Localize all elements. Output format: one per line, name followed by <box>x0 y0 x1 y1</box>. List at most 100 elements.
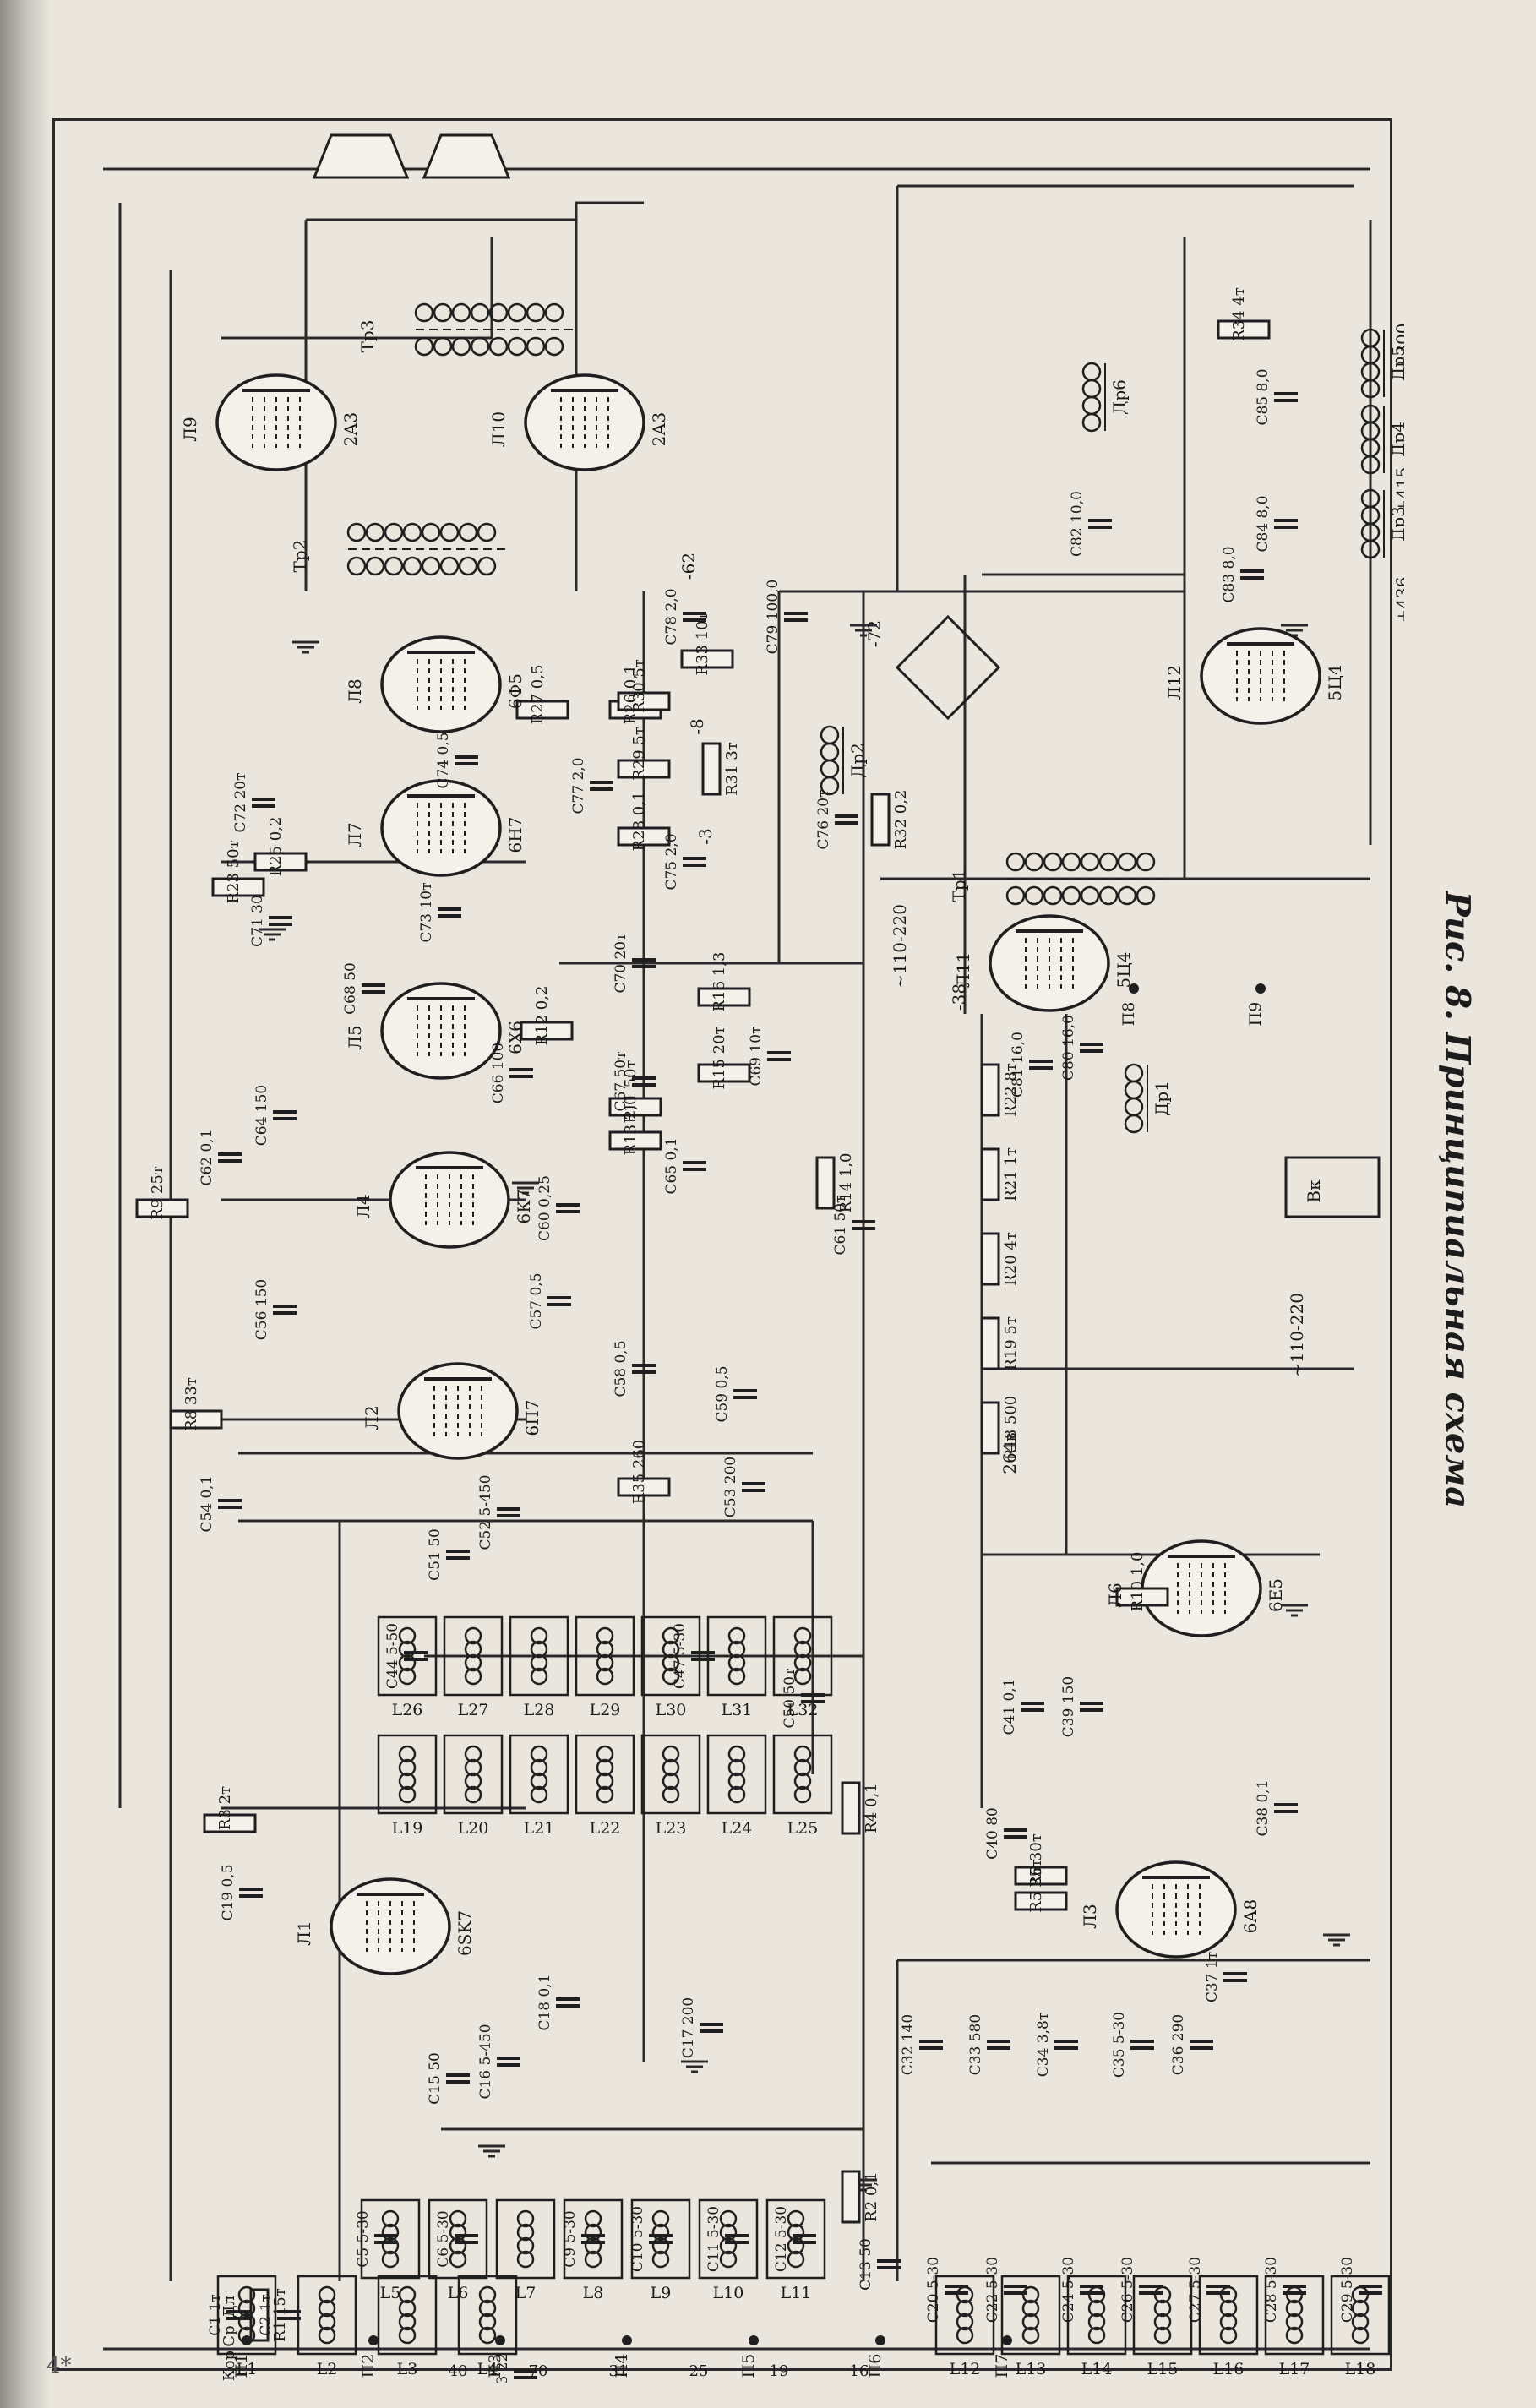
resistor-body <box>697 987 751 1007</box>
resistor-label: R34 4т <box>1230 287 1248 341</box>
coil-can <box>443 1615 504 1697</box>
capacitor <box>919 2040 943 2050</box>
capacitor <box>226 2310 250 2320</box>
resistor <box>701 742 722 796</box>
capacitor-label: C61 50т <box>832 1195 849 1255</box>
choke-turn <box>1124 1080 1144 1100</box>
capacitor-label: C53 200 <box>722 1457 739 1518</box>
coil-label: L31 <box>722 1701 753 1719</box>
transformer-winding <box>470 302 490 323</box>
transformer-winding <box>1061 885 1081 906</box>
coil-label: L7 <box>515 2284 537 2302</box>
tube-type: 6Е5 <box>1266 1578 1286 1612</box>
transformer-winding <box>1024 885 1044 906</box>
tube-id: Л12 <box>1164 665 1185 700</box>
coil-turn <box>516 2223 535 2242</box>
capacitor <box>1021 1702 1044 1712</box>
tube-envelope <box>397 1362 519 1460</box>
transformer-winding <box>544 302 564 323</box>
if-coil <box>706 1734 767 1815</box>
oscillator-coil <box>1066 2275 1127 2356</box>
capacitor-label: C6 5-30 <box>435 2210 452 2267</box>
capacitor-label: C11 5-30 <box>705 2206 722 2272</box>
resistor-body <box>701 742 722 796</box>
antenna-label: Ср <box>221 2325 238 2346</box>
voltage-label: ~110-220 <box>1287 1293 1307 1377</box>
tube-id: Л4 <box>353 1194 373 1218</box>
switch-contact <box>368 2335 379 2345</box>
coil-turn <box>398 2285 417 2304</box>
coil-label: L2 <box>317 2360 338 2378</box>
capacitor-label: C20 5-30 <box>925 2257 942 2323</box>
capacitor <box>793 2234 816 2244</box>
coil-turn <box>662 1758 680 1777</box>
switch-contact <box>749 2335 759 2345</box>
tube-id: Л11 <box>953 952 973 988</box>
coil-turn <box>1153 2299 1172 2318</box>
coil-turn <box>1087 2326 1106 2345</box>
coil-turn <box>956 2313 974 2331</box>
capacitor <box>514 2369 537 2379</box>
transformer-winding <box>1005 885 1026 906</box>
resistor-label: R15 20т <box>711 1026 728 1089</box>
coil-can <box>772 1734 833 1815</box>
resistor-label: R10 1,0 <box>1129 1552 1147 1612</box>
capacitor-label: C62 0,1 <box>199 1129 215 1185</box>
capacitor <box>1080 2285 1103 2295</box>
coil-turn <box>1351 2313 1370 2331</box>
coil-can <box>216 2275 277 2356</box>
capacitor <box>252 798 275 808</box>
resistor-body <box>815 1156 836 1210</box>
capacitor-label: C50 50т <box>782 1668 798 1728</box>
resistor-body <box>135 1198 189 1218</box>
transformer-winding <box>414 336 434 357</box>
choke <box>1081 362 1106 433</box>
coil-turn <box>237 2285 256 2304</box>
coil-can <box>1198 2275 1259 2356</box>
choke-turn <box>820 759 840 779</box>
transformer-winding <box>421 556 441 576</box>
vacuum-tube <box>1200 627 1321 725</box>
coil-turn <box>381 2236 400 2255</box>
capacitor-label: C73 10т <box>418 882 435 942</box>
capacitor-label: C38 0,1 <box>1255 1779 1272 1836</box>
resistor-label: R22 8т <box>1002 1063 1020 1117</box>
coil-turn <box>793 1667 812 1686</box>
capacitor-label: C74 0,5 <box>435 732 452 788</box>
resistor-body <box>617 826 671 847</box>
coil-turn <box>449 2250 467 2269</box>
choke-label: Др3 <box>1388 506 1404 542</box>
coil-turn <box>1351 2285 1370 2304</box>
tube-id: Л7 <box>345 822 365 847</box>
capacitor-label: C78 2,0 <box>663 588 680 645</box>
coil-turn <box>464 1667 482 1686</box>
capacitor <box>784 612 808 622</box>
coil-turn <box>237 2313 256 2331</box>
coil-turn <box>596 1640 614 1659</box>
transformer-winding <box>421 522 441 542</box>
tube-type: 6Х6 <box>505 1021 526 1054</box>
capacitor-label: C64 150 <box>253 1085 270 1147</box>
capacitor <box>1029 1060 1053 1070</box>
coil-turn <box>478 2313 497 2331</box>
resistor-label: R8 33т <box>182 1377 200 1431</box>
rf-coil <box>360 2198 421 2280</box>
resistor-body <box>617 691 671 711</box>
capacitor-label: C75 2,0 <box>663 833 680 890</box>
resistor-label: R1 15т <box>271 2288 289 2342</box>
coil-turn <box>1219 2313 1238 2331</box>
capacitor <box>1206 2285 1230 2295</box>
tube-type: 2А3 <box>649 412 669 447</box>
coil-can <box>443 1734 504 1815</box>
resistor-body <box>980 1401 1000 1455</box>
capacitor <box>733 1389 757 1399</box>
switch-label: П4 <box>613 2354 631 2378</box>
coil-label: L8 <box>583 2284 604 2302</box>
resistor-label: R5 25т <box>1027 1859 1045 1913</box>
coil-turn <box>381 2250 400 2269</box>
resistor-label: R29 5т <box>630 727 648 781</box>
capacitor-label: C41 0,1 <box>1001 1678 1018 1735</box>
capacitor-label: C35 5-30 <box>1111 2012 1128 2078</box>
coil-turn <box>1087 2313 1106 2331</box>
